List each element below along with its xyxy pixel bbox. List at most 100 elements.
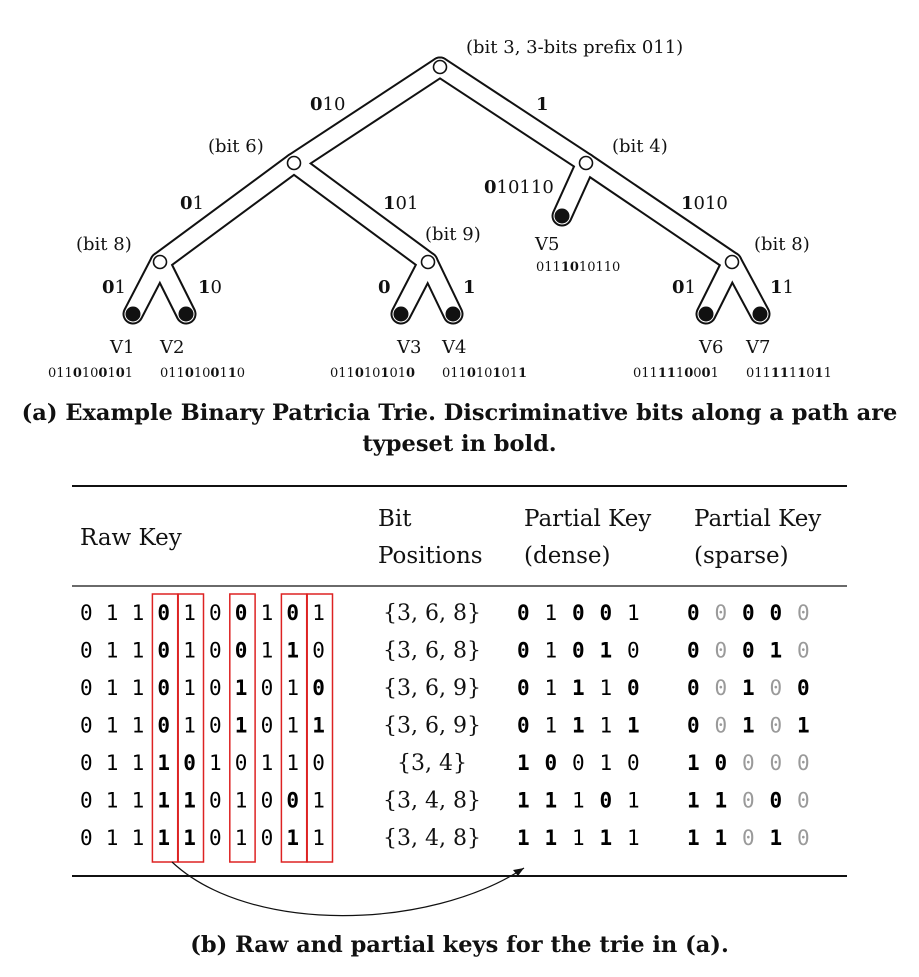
leaf-key-segment: 0 [467, 366, 476, 381]
sparse-key-bit: 1 [797, 714, 810, 738]
leaf-key-segment: 1 [107, 366, 115, 381]
leaf-name-V1: V1 [109, 337, 134, 358]
node-b8r [724, 254, 740, 270]
bit-positions: {3, 6, 9} [383, 676, 481, 701]
leaf-key-segment: 1 [380, 366, 389, 381]
leaf-key-segment: 1 [125, 366, 133, 381]
leaf-key-segment: 011 [746, 366, 771, 381]
raw-key-bit: 0 [286, 789, 299, 813]
edge-label-rest: 1 [193, 193, 204, 214]
sparse-key-bit: 0 [770, 601, 783, 625]
edge-label-rest: 01 [396, 193, 419, 214]
node-b9 [420, 254, 436, 270]
highlight-column-9 [306, 593, 334, 863]
highlight-column-6 [229, 593, 256, 863]
leaf-V4 [445, 306, 461, 322]
raw-key-bit: 0 [209, 789, 222, 813]
raw-key-bit: 1 [261, 601, 274, 625]
raw-key-bit: 1 [183, 826, 196, 850]
raw-key-bit: 1 [132, 676, 145, 700]
leaf-key-segment: 1 [797, 366, 806, 381]
edge-b8l-V2 [151, 253, 195, 323]
edge-label-b8l-left: 01 [102, 277, 126, 298]
raw-key-bit: 0 [286, 601, 299, 625]
dense-key-bit: 1 [545, 714, 558, 738]
sparse-key-bit: 1 [715, 789, 728, 813]
raw-key-bit: 1 [106, 789, 119, 813]
edge-label-bold-bit: 0 [672, 277, 685, 298]
sparse-key-bit: 1 [687, 751, 700, 775]
sparse-key-bit: 0 [797, 676, 810, 700]
sparse-key-bit: 0 [742, 601, 755, 625]
dense-key-bit: 1 [572, 676, 585, 700]
raw-key-bit: 1 [106, 676, 119, 700]
dense-key-bit: 1 [545, 789, 558, 813]
node-b4 [578, 155, 594, 171]
sparse-key-bit: 0 [742, 751, 755, 775]
dense-key-bit: 1 [545, 601, 558, 625]
leaf-key-segment: 1 [518, 366, 527, 381]
node-b8l [152, 254, 168, 270]
sparse-key-bit: 1 [742, 676, 755, 700]
raw-key-bit: 0 [209, 601, 222, 625]
edge-label-b9-right: 1 [463, 277, 476, 298]
edge-root-b4 [431, 58, 595, 172]
trie-edges-outline [122, 56, 771, 325]
raw-key-bit: 0 [209, 639, 222, 663]
highlight-column-8 [280, 593, 308, 863]
leaf-key-segment: 1 [711, 366, 719, 381]
leaf-V3 [393, 306, 409, 322]
sparse-key-bit: 0 [797, 751, 810, 775]
sparse-key-bit: 0 [687, 714, 700, 738]
raw-key-bit: 1 [183, 714, 196, 738]
node-root [432, 59, 448, 75]
dense-key-bit: 1 [600, 714, 613, 738]
edge-b9-V4 [419, 253, 462, 323]
raw-key-bit: 1 [209, 751, 222, 775]
sparse-key-bit: 0 [742, 639, 755, 663]
dense-key-bit: 1 [517, 826, 530, 850]
edge-label-rest: 010 [694, 193, 728, 214]
leaf-name-V2: V2 [159, 337, 184, 358]
sparse-key-bit: 1 [770, 826, 783, 850]
leaf-name-V4: V4 [441, 337, 466, 358]
raw-key-bit: 1 [286, 639, 299, 663]
leaf-key-V5: 0111010110 [536, 260, 620, 275]
raw-key-bit: 0 [209, 714, 222, 738]
leaf-key-segment: 1 [228, 366, 237, 381]
dense-key-bit: 0 [517, 639, 530, 663]
raw-key-bit: 0 [80, 601, 93, 625]
dense-key-bit: 1 [600, 751, 613, 775]
node-label-b9: (bit 9) [425, 224, 481, 245]
leaf-name-V3: V3 [396, 337, 421, 358]
dense-key-bit: 1 [600, 676, 613, 700]
raw-key-bit: 1 [132, 751, 145, 775]
leaf-key-segment: 0 [98, 366, 107, 381]
leaf-key-segment: 1 [780, 366, 789, 381]
sparse-key-bit: 0 [770, 789, 783, 813]
raw-key-bit: 0 [261, 826, 274, 850]
raw-key-bit: 0 [157, 676, 170, 700]
raw-key-bit: 1 [157, 751, 170, 775]
raw-key-bit: 0 [80, 751, 93, 775]
root-node-label: (bit 3, 3-bits prefix 011) [466, 37, 683, 58]
leaf-key-V1: 0110100101 [48, 366, 133, 381]
leaf-key-segment: 1 [824, 366, 832, 381]
raw-key-bit: 0 [235, 751, 248, 775]
sparse-key-bit: 1 [770, 639, 783, 663]
leaf-key-V4: 0110101011 [442, 366, 527, 381]
leaf-key-segment: 10 [82, 366, 99, 381]
dense-key-bit: 1 [627, 601, 640, 625]
sparse-key-bit: 0 [770, 676, 783, 700]
raw-key-bit: 1 [286, 826, 299, 850]
dense-key-bit: 1 [572, 789, 585, 813]
sparse-key-bit: 0 [770, 714, 783, 738]
raw-key-bit: 1 [106, 601, 119, 625]
raw-key-bit: 1 [312, 789, 325, 813]
bit-positions: {3, 4, 8} [383, 826, 481, 851]
leaf-key-segment: 1 [676, 366, 684, 381]
raw-key-bit: 1 [132, 789, 145, 813]
edge-label-bold-bit: 1 [536, 94, 549, 115]
raw-key-bit: 1 [106, 639, 119, 663]
dense-key-bit: 1 [572, 826, 585, 850]
